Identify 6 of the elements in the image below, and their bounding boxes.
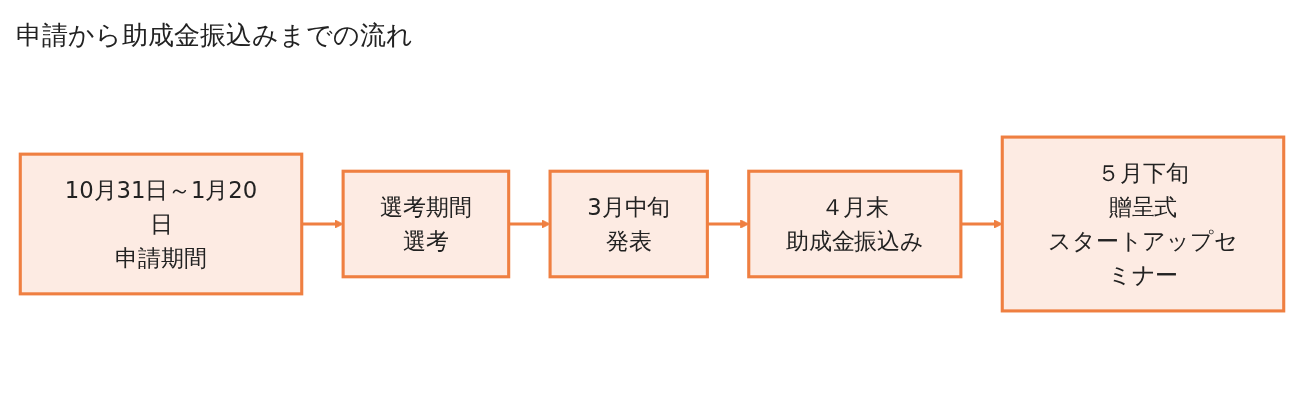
diagram-title: 申請から助成金振込みまでの流れ [16,19,414,52]
node-box: 選考期間 選考 [341,169,511,279]
node-box: 10月31日～1月20日 申請期間 [18,152,304,296]
node-box: 3月中旬 発表 [548,169,709,279]
node-box: ４月末 助成金振込み [747,169,963,279]
node-box: ５月下旬 贈呈式 スタートアップセミナー [1000,135,1286,313]
